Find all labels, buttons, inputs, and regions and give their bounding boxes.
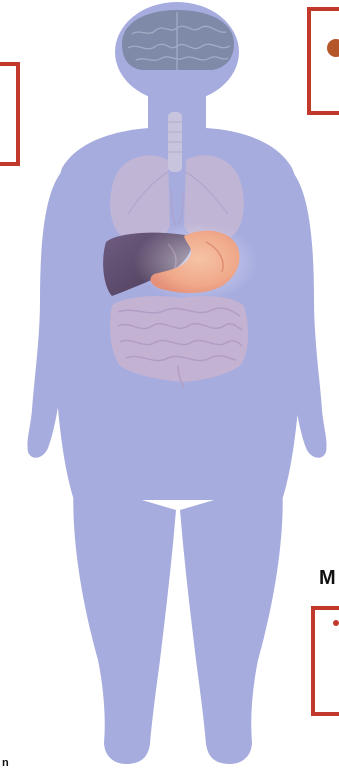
stomach-dot-icon — [327, 39, 339, 57]
bullet-dot-icon — [333, 620, 339, 626]
label-box-bottom-right — [313, 608, 339, 714]
trachea-icon — [168, 112, 182, 172]
cropped-text-fragment: n — [2, 758, 9, 769]
label-box-top-left — [0, 64, 18, 164]
stomach-icon — [134, 222, 258, 302]
label-box-top-right — [309, 9, 339, 113]
brain-icon — [122, 10, 234, 70]
cropped-heading-fragment: M — [319, 568, 336, 588]
